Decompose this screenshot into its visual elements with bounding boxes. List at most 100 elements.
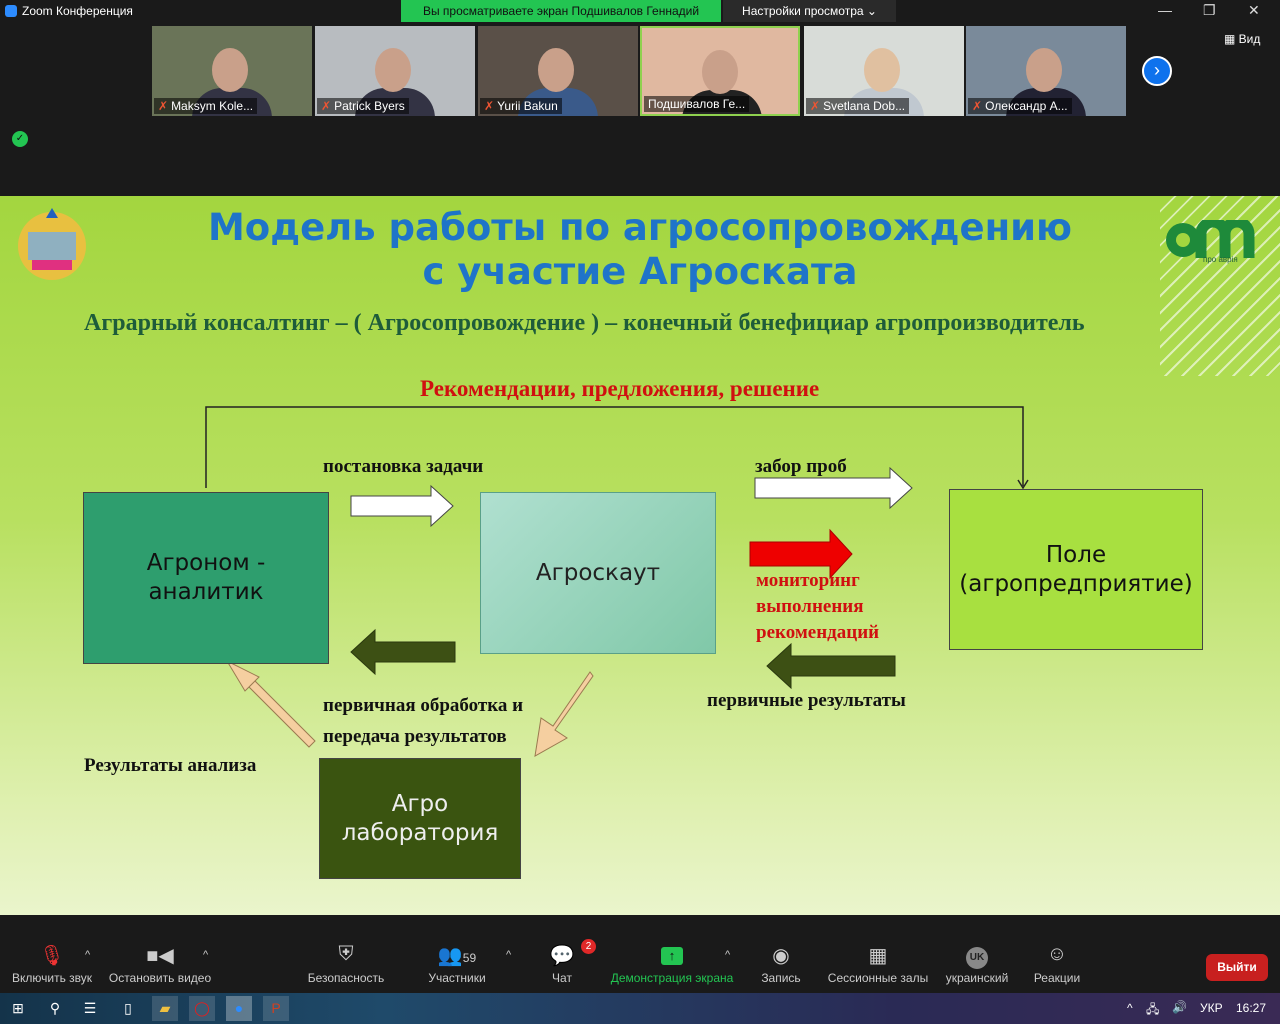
video-camera-icon: ■◀: [146, 945, 174, 967]
processing-line: первичная обработка и: [323, 695, 524, 716]
encryption-shield-icon[interactable]: ✓: [12, 131, 28, 147]
mic-muted-icon: ✗: [158, 99, 169, 113]
participants-caret[interactable]: ^: [506, 949, 512, 961]
video-options-caret[interactable]: ^: [203, 949, 209, 961]
file-explorer-icon[interactable]: ▰: [152, 996, 178, 1021]
view-options-button[interactable]: Настройки просмотра ⌄: [723, 0, 896, 22]
sampling-label: забор проб: [755, 456, 847, 477]
clock[interactable]: 16:27: [1236, 1001, 1267, 1015]
share-label: Демонстрация экрана: [610, 971, 734, 985]
agronomist-box: Агроном -аналитик: [83, 492, 329, 664]
chat-badge: 2: [581, 939, 596, 954]
opera-icon[interactable]: ◯: [189, 996, 215, 1021]
minimize-icon[interactable]: —: [1158, 2, 1172, 18]
view-label: Вид: [1238, 32, 1261, 46]
share-banner: Вы просматриваете экран Подшивалов Генна…: [401, 0, 721, 22]
university-logo: [18, 208, 86, 280]
record-button[interactable]: ◉ Запись: [757, 943, 805, 985]
participant-video[interactable]: ✗Maksym Kole...: [152, 26, 312, 116]
box-line: лаборатория: [341, 819, 499, 846]
box-line: Агро: [391, 790, 449, 817]
monitoring-line: мониторинг: [756, 570, 860, 591]
title-bar: Zoom Конференция Вы просматриваете экран…: [0, 0, 1280, 22]
record-label: Запись: [761, 971, 801, 985]
breakout-rooms-button[interactable]: ▦ Сессионные залы: [826, 943, 930, 985]
monitoring-label: мониторинг выполнения рекомендаций: [756, 568, 879, 646]
security-button[interactable]: ⛨ Безопасность: [305, 943, 387, 985]
calculator-icon[interactable]: ▯: [124, 1000, 132, 1016]
reactions-button[interactable]: ☺ Реакции: [1030, 943, 1084, 985]
participants-label: Участники: [428, 971, 486, 985]
svg-text:про аврія: про аврія: [1203, 255, 1238, 264]
mic-muted-icon: ✗: [972, 99, 983, 113]
keyboard-language[interactable]: УКР: [1200, 1001, 1223, 1015]
zoom-app-icon[interactable]: ●: [226, 996, 252, 1021]
monitoring-line: рекомендаций: [756, 622, 880, 643]
volume-icon[interactable]: 🔊: [1172, 1000, 1187, 1014]
network-icon[interactable]: 🖧: [1146, 1002, 1160, 1016]
mic-muted-icon: 🎙: [39, 945, 65, 967]
reactions-label: Реакции: [1033, 971, 1081, 985]
participant-name: Patrick Byers: [334, 99, 405, 113]
processing-line: передача результатов: [323, 726, 507, 747]
mic-muted-icon: ✗: [484, 99, 495, 113]
breakout-label: Сессионные залы: [827, 971, 929, 985]
window-title: Zoom Конференция: [22, 4, 133, 18]
next-page-button[interactable]: ›: [1142, 56, 1172, 86]
participant-name: Yurii Bakun: [497, 99, 558, 113]
powerpoint-icon[interactable]: P: [263, 996, 289, 1021]
record-icon: ◉: [772, 945, 790, 967]
meeting-toolbar: 🎙 Включить звук ^ ■◀Остановить видео ^ ⛨ Б…: [0, 935, 1280, 993]
agroscout-box: Агроскаут: [480, 492, 716, 654]
language-label: украинский: [945, 971, 1009, 985]
share-arrow-icon: ↑: [661, 947, 683, 965]
shield-icon: ⛨: [338, 943, 354, 965]
share-screen-button[interactable]: ↑ Демонстрация экрана: [608, 943, 736, 985]
security-label: Безопасность: [307, 971, 385, 985]
language-icon: UK: [966, 947, 988, 969]
chat-button[interactable]: 💬 Чат: [545, 943, 579, 985]
task-view-icon[interactable]: ☰: [83, 1000, 97, 1016]
unmute-label: Включить звук: [11, 971, 93, 985]
participant-name: Svetlana Dob...: [823, 99, 906, 113]
mic-muted-icon: ✗: [321, 99, 332, 113]
stop-video-button[interactable]: ■◀Остановить видео: [106, 943, 214, 985]
chat-icon: 💬: [549, 945, 575, 967]
audio-options-caret[interactable]: ^: [85, 949, 91, 961]
view-button[interactable]: ▦ Вид: [1224, 32, 1260, 46]
slide-title-line: с участие Агроската: [422, 250, 858, 293]
box-line: (агропредприятие): [959, 570, 1193, 597]
diagram-connectors: [205, 406, 1029, 757]
shared-slide: про аврія Модель работы по агросопровожд…: [0, 196, 1280, 915]
box-line: Поле: [1045, 541, 1107, 568]
primary-processing-label: первичная обработка и передача результато…: [323, 690, 523, 752]
participant-video[interactable]: ✗Yurii Bakun: [478, 26, 638, 116]
chat-label: Чат: [552, 971, 572, 985]
close-icon[interactable]: ✕: [1248, 2, 1260, 18]
participants-icon: 👥59: [437, 945, 477, 967]
participant-video[interactable]: ✗Svetlana Dob...: [804, 26, 964, 116]
search-icon[interactable]: ⚲: [49, 1000, 61, 1016]
tray-chevron-icon[interactable]: ^: [1127, 1001, 1133, 1015]
participant-video-active[interactable]: Подшивалов Ге...: [640, 26, 800, 116]
leave-button[interactable]: Выйти: [1206, 954, 1268, 981]
participant-video[interactable]: ✗Patrick Byers: [315, 26, 475, 116]
slide-subtitle: Аграрный консалтинг – ( Агросопровождени…: [84, 310, 1085, 336]
breakout-grid-icon: ▦: [868, 945, 888, 967]
participant-name: Подшивалов Ге...: [648, 97, 746, 111]
unmute-button[interactable]: 🎙 Включить звук: [8, 943, 96, 985]
participants-count: 59: [462, 951, 477, 965]
monitoring-line: выполнения: [756, 596, 864, 617]
field-box: Поле(агропредприятие): [949, 489, 1203, 650]
windows-start-icon[interactable]: ⊞: [12, 1000, 24, 1016]
participant-name: Maksym Kole...: [171, 99, 254, 113]
participant-video[interactable]: ✗Олександр А...: [966, 26, 1126, 116]
share-options-caret[interactable]: ^: [725, 949, 731, 961]
analysis-results-label: Результаты анализа: [84, 755, 257, 776]
smiley-plus-icon: ☺: [1046, 943, 1068, 965]
maximize-icon[interactable]: ❐: [1203, 2, 1216, 18]
interpretation-button[interactable]: UK украинский: [942, 943, 1012, 985]
